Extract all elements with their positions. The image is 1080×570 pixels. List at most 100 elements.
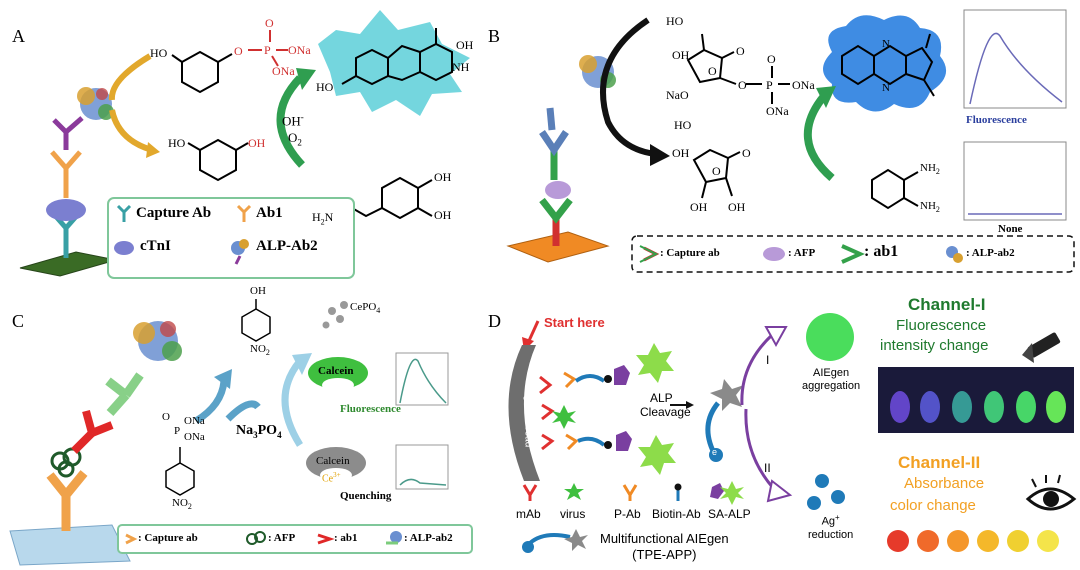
green-arrow-a [276,75,305,168]
legend-alp-ab2-a: ALP-Ab2 [256,238,318,254]
panel-d: D [480,285,1080,570]
legend-pab-icon [622,484,638,498]
chem-n-b1: N [882,38,890,50]
chem-o-top-a: O [265,16,274,30]
electron-label-d: e [712,447,718,457]
none-label-b: None [998,223,1023,235]
eye-icon [1025,474,1077,511]
sensor-surface-c [9,524,131,566]
tpe-star [710,379,744,411]
electron-ag-1 [815,474,829,488]
panel-c-graphics [9,299,473,566]
fluorescence-label-b: Fluorescence [966,114,1027,126]
legend-ab1-icon [236,204,252,222]
legend-capture-icon-c [125,533,138,545]
cepo4-particle [328,307,336,315]
legend-alp-icon-d [720,481,744,505]
chem-nh-a: NH [452,60,470,74]
legend-box-a [107,197,355,279]
legend-ctni-icon [114,241,134,255]
chem-ona-b2: ONa [766,104,789,118]
legend-pab-d: P-Ab [614,507,641,521]
yellow-arrow-in [108,53,152,101]
chem-ho-b2: HO [674,118,692,132]
path-ii-label: II [764,461,771,475]
chem-ona-b: ONa [792,78,815,92]
panel-b-graphics [506,9,1075,273]
chem-ona-c2: ONa [184,431,205,443]
green-arrow-b [803,93,835,182]
chem-oh-b4: OH [728,200,746,214]
channel-1-title: Channel-I [908,295,986,314]
legend-virus-icon [564,483,584,500]
legend-capture-ab-a: Capture Ab [136,205,212,221]
legend-alp-b: : ALP-ab2 [966,247,1015,259]
chem-oh-a2: OH [248,136,266,150]
legend-afp-c: : AFP [268,532,296,544]
chem-oh-a1: OH [456,38,474,52]
magnetic-bead-label: Magnetic bead [522,381,534,448]
channel-2-sub-2: color change [890,497,976,514]
channel-2-sub-1: Absorbance [904,475,985,492]
fluorescence-label-c: Fluorescence [340,403,401,415]
electron-ag-3 [807,496,821,510]
afp-b [545,181,571,199]
legend-alp-c: : ALP-ab2 [404,532,453,544]
sa-alp-bottom [616,431,676,475]
legend-afp-icon-b [763,247,785,261]
legend-saalp-d: SA-ALP [708,507,751,521]
ctni-antigen [46,199,86,221]
legend-virus-d: virus [560,507,586,521]
calcein-label-c2: Calcein [316,455,350,467]
chem-oh-b1: OH [672,48,690,62]
ring-pnpp [165,462,195,496]
legend-afp-icon-c [246,531,266,545]
chem-ho-b1: HO [666,14,684,28]
chem-n-b2: N [882,82,890,94]
chem-ho-a3: HO [316,80,334,94]
chem-ohminus-a: OH- [282,112,304,129]
panel-letter-c: C [12,311,25,331]
sensor-surface-b [506,231,610,263]
legend-box-c [117,524,473,554]
legend-alp-icon-b [946,246,963,263]
spectrum-box-none [963,141,1067,221]
black-arrow-b [600,17,657,157]
color-dots [887,530,1059,552]
capture-ab-c [46,470,88,531]
ring-aa2p [686,48,724,84]
channel-1-sub-2: intensity change [880,337,989,354]
mab-cluster [539,375,555,451]
alp-enzyme-a [77,87,114,120]
panel-a: A [0,0,480,285]
legend-capture-c: : Capture ab [138,532,198,544]
legend-ab1-icon-c [317,533,335,545]
chem-oh-a4: OH [434,208,452,222]
alp-ab2-c [105,372,144,416]
chem-p-a: P [264,43,271,57]
legend-ab1-b: : ab1 [864,243,899,260]
panel-letter-d: D [488,311,501,331]
purple-arrow-1 [740,333,774,406]
chem-ho-a1: HO [150,46,168,60]
pab-cluster [563,371,579,451]
legend-ab1-c: : ab1 [334,532,358,544]
panel-letter-a: A [12,26,25,46]
spectrum-curve-c2 [399,478,447,486]
ring-nitrophenol [241,308,271,342]
chem-nao-b: NaO [666,88,689,102]
chem-ho-a2: HO [168,136,186,150]
calcein-label-c1: Calcein [318,365,354,377]
multifunctional-aiegen-label: Multifunctional AIEgen(TPE-APP) [600,531,729,562]
chem-h2n-a: H2N [312,210,334,227]
purple-arrow-2 [744,408,776,490]
start-here-label: Start here [544,315,605,330]
spectrum-curve-c1 [399,358,447,404]
blue-cloud [823,15,947,112]
chem-oh-b3: OH [690,200,708,214]
alp-enzyme-c [133,321,182,361]
electron-ag-2 [831,490,845,504]
chem-nh2-b2: NH2 [920,200,940,215]
chem-o-b6: O [712,164,721,178]
